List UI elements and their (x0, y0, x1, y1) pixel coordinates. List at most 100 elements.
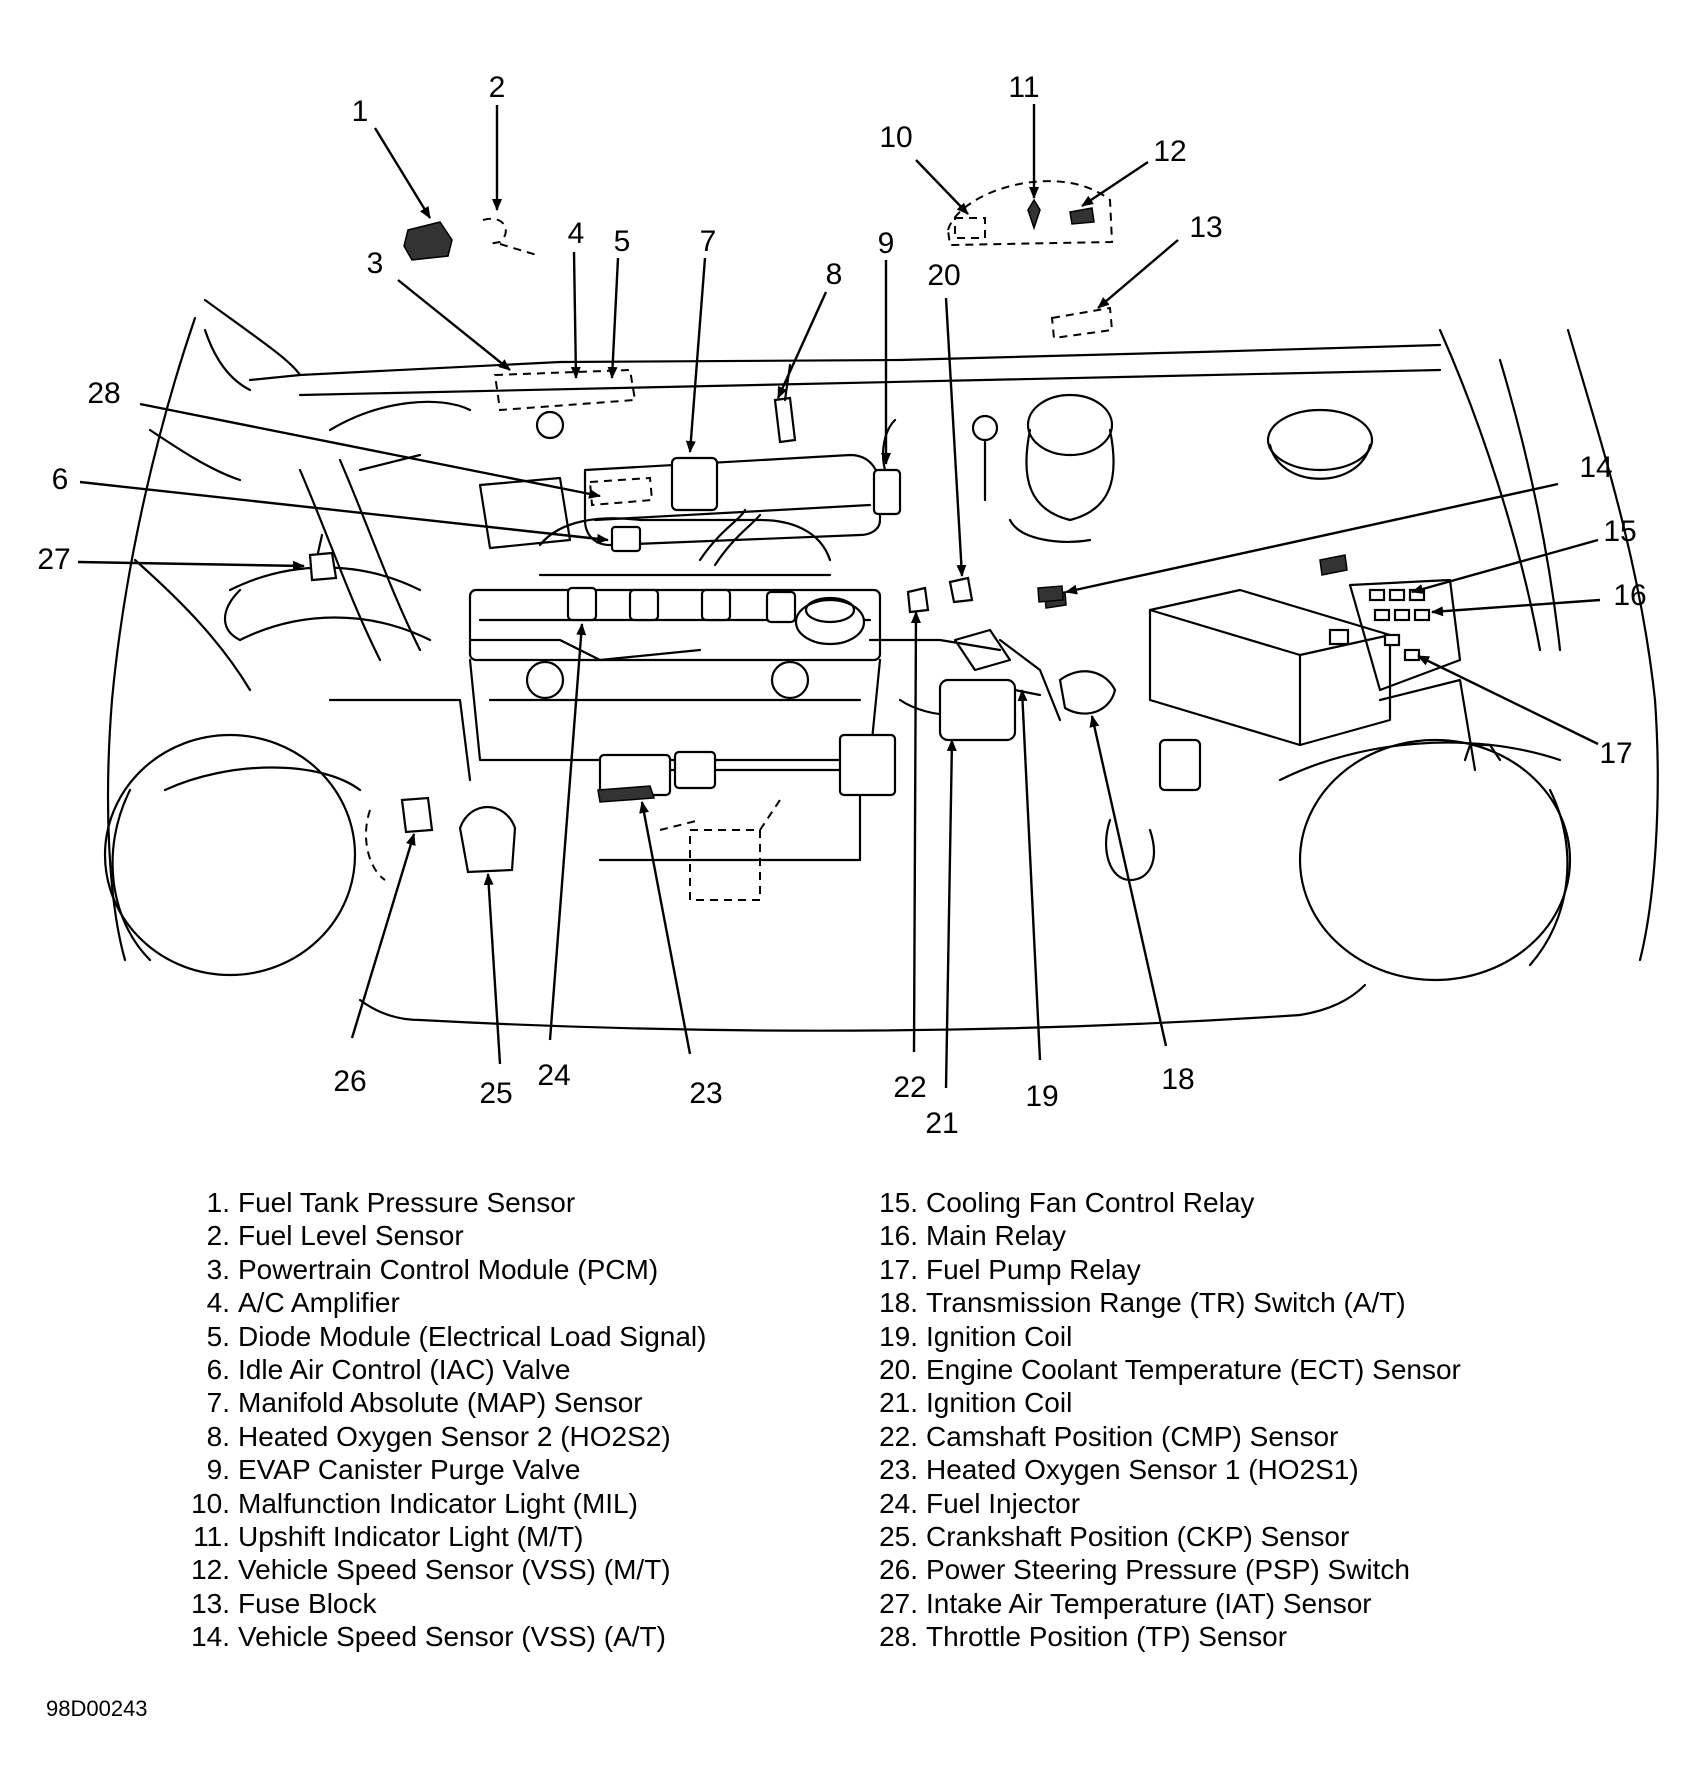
legend-item: 27.Intake Air Temperature (IAT) Sensor (870, 1587, 1461, 1620)
legend-item-number: 2. (206, 1220, 230, 1252)
legend-item: 23.Heated Oxygen Sensor 1 (HO2S1) (870, 1453, 1461, 1486)
callout-19: 19 (1025, 1080, 1059, 1113)
legend-item-number: 20. (879, 1353, 918, 1385)
legend-item-number: 9. (206, 1454, 230, 1486)
legend-item-label: Vehicle Speed Sensor (VSS) (M/T) (238, 1554, 671, 1586)
legend-item: 28.Throttle Position (TP) Sensor (870, 1620, 1461, 1653)
legend-item: 15.Cooling Fan Control Relay (870, 1186, 1461, 1219)
legend-item-label: Engine Coolant Temperature (ECT) Sensor (926, 1353, 1461, 1385)
callout-20: 20 (927, 259, 961, 292)
callout-21: 21 (925, 1107, 959, 1140)
legend-item-label: Fuse Block (238, 1587, 377, 1619)
callout-13: 13 (1189, 211, 1223, 244)
legend-item-number: 3. (206, 1253, 230, 1285)
legend-item-label: Ignition Coil (926, 1387, 1073, 1419)
legend-item: 22.Camshaft Position (CMP) Sensor (870, 1420, 1461, 1453)
legend-item-number: 25. (879, 1520, 918, 1552)
legend-item: 11.Upshift Indicator Light (M/T) (182, 1520, 706, 1553)
legend-item: 14.Vehicle Speed Sensor (VSS) (A/T) (182, 1620, 706, 1653)
legend-item-label: Malfunction Indicator Light (MIL) (238, 1487, 638, 1519)
legend-item: 8.Heated Oxygen Sensor 2 (HO2S2) (182, 1420, 706, 1453)
callout-12: 12 (1153, 135, 1187, 168)
legend-left-column: 1. Fuel Tank Pressure Sensor 2.Fuel Level… (182, 1186, 706, 1653)
legend-item-number: 26. (879, 1554, 918, 1586)
legend-item-number: 12. (191, 1554, 230, 1586)
legend-item-number: 23. (879, 1454, 918, 1486)
legend-item-label: Fuel Injector (926, 1487, 1081, 1519)
callout-10: 10 (879, 121, 913, 154)
legend-item: 16.Main Relay (870, 1219, 1461, 1252)
legend-right-column: 15.Cooling Fan Control Relay 16.Main Rel… (870, 1186, 1461, 1653)
legend-item-label: Transmission Range (TR) Switch (A/T) (926, 1287, 1406, 1319)
legend-item-label: Idle Air Control (IAC) Valve (238, 1353, 571, 1385)
callout-1: 1 (351, 95, 369, 128)
legend-item-number: 14. (191, 1621, 230, 1653)
legend-item: 20.Engine Coolant Temperature (ECT) Sens… (870, 1353, 1461, 1386)
callout-25: 25 (479, 1077, 513, 1110)
legend-item-label: Camshaft Position (CMP) Sensor (926, 1420, 1339, 1452)
legend-item-label: Intake Air Temperature (IAT) Sensor (926, 1587, 1372, 1619)
callout-15: 15 (1603, 515, 1637, 548)
legend-item-number: 4. (206, 1287, 230, 1319)
legend-item-label: Ignition Coil (926, 1320, 1073, 1352)
legend-item: 7.Manifold Absolute (MAP) Sensor (182, 1386, 706, 1419)
legend-item-label: EVAP Canister Purge Valve (238, 1454, 581, 1486)
callout-22: 22 (893, 1071, 927, 1104)
legend-item: 13.Fuse Block (182, 1587, 706, 1620)
callout-4: 4 (567, 217, 585, 250)
legend-item-number: 1. (206, 1187, 230, 1218)
legend-item-number: 8. (206, 1420, 230, 1452)
callout-5: 5 (613, 225, 631, 258)
legend-item: 24.Fuel Injector (870, 1487, 1461, 1520)
legend-item: 25.Crankshaft Position (CKP) Sensor (870, 1520, 1461, 1553)
legend-item-label: Heated Oxygen Sensor 2 (HO2S2) (238, 1420, 671, 1452)
legend-item-number: 7. (206, 1387, 230, 1419)
legend-item: 1. Fuel Tank Pressure Sensor (182, 1186, 706, 1219)
legend-item-number: 5. (206, 1320, 230, 1352)
legend-item-label: Manifold Absolute (MAP) Sensor (238, 1387, 643, 1419)
legend-item-number: 10. (191, 1487, 230, 1519)
callout-23: 23 (689, 1077, 723, 1110)
legend-item-number: 11. (193, 1520, 230, 1552)
legend-item-label: Fuel Pump Relay (926, 1253, 1141, 1285)
legend-item-label: Cooling Fan Control Relay (926, 1187, 1255, 1218)
legend-item: 26.Power Steering Pressure (PSP) Switch (870, 1553, 1461, 1586)
callout-28: 28 (87, 377, 121, 410)
legend-item-number: 6. (206, 1353, 230, 1385)
legend-item-label: A/C Amplifier (238, 1287, 400, 1319)
legend-item-label: Heated Oxygen Sensor 1 (HO2S1) (926, 1454, 1359, 1486)
legend-item: 2.Fuel Level Sensor (182, 1219, 706, 1252)
callout-16: 16 (1613, 579, 1647, 612)
legend-item-number: 21. (879, 1387, 918, 1419)
legend-item: 10.Malfunction Indicator Light (MIL) (182, 1487, 706, 1520)
callout-11: 11 (1008, 71, 1040, 104)
legend-item-number: 22. (879, 1420, 918, 1452)
legend-item: 19.Ignition Coil (870, 1320, 1461, 1353)
legend-item-label: Throttle Position (TP) Sensor (926, 1621, 1288, 1653)
legend-item-number: 17. (879, 1253, 918, 1285)
legend-item-number: 18. (879, 1287, 918, 1319)
legend-item-label: Main Relay (926, 1220, 1067, 1252)
callout-9: 9 (877, 227, 895, 260)
callout-3: 3 (366, 247, 384, 280)
legend-item-number: 13. (191, 1587, 230, 1619)
legend-item: 12.Vehicle Speed Sensor (VSS) (M/T) (182, 1553, 706, 1586)
legend-item: 21.Ignition Coil (870, 1386, 1461, 1419)
legend-item-label: Fuel Tank Pressure Sensor (238, 1187, 576, 1218)
legend-item-number: 16. (879, 1220, 918, 1252)
legend-item: 3.Powertrain Control Module (PCM) (182, 1253, 706, 1286)
callout-2: 2 (488, 71, 506, 104)
legend-item: 17.Fuel Pump Relay (870, 1253, 1461, 1286)
leader-arrows (77, 104, 1601, 1089)
legend-item-number: 24. (879, 1487, 918, 1519)
figure-id: 98D00243 (46, 1696, 148, 1721)
callout-7: 7 (699, 225, 717, 258)
legend-item-label: Powertrain Control Module (PCM) (238, 1253, 659, 1285)
legend-item-label: Power Steering Pressure (PSP) Switch (926, 1554, 1410, 1586)
legend-item-label: Vehicle Speed Sensor (VSS) (A/T) (238, 1621, 666, 1653)
legend-item-label: Diode Module (Electrical Load Signal) (238, 1320, 707, 1352)
callout-18: 18 (1161, 1063, 1195, 1096)
callout-24: 24 (537, 1059, 571, 1092)
